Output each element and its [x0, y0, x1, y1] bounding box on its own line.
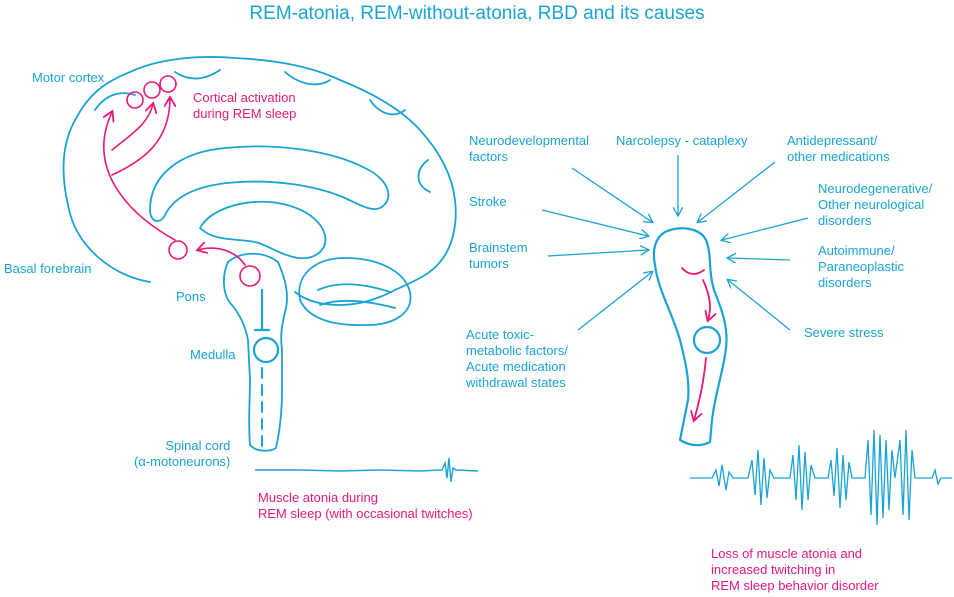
cause-arrows	[541, 155, 809, 331]
cortex-outline	[62, 56, 457, 306]
page-title: REM-atonia, REM-without-atonia, RBD and …	[249, 3, 705, 24]
cause-narcolepsy: Narcolepsy - cataplexy	[616, 133, 748, 148]
brain-sagittal	[62, 56, 457, 452]
rbd-medulla-nucleus	[692, 325, 722, 355]
label-motor-cortex: Motor cortex	[32, 70, 105, 85]
corpus-callosum	[149, 145, 390, 222]
label-basal-forebrain: Basal forebrain	[4, 261, 92, 276]
cause-antidepressant: Antidepressant/ other medications	[787, 133, 890, 164]
brainstem-right	[652, 227, 728, 447]
emg-trace-atonia	[255, 457, 479, 483]
basal-forebrain-nucleus	[168, 240, 188, 260]
label-spinal-cord: Spinal cord (α-motoneurons)	[134, 438, 231, 469]
cortex-gyri	[94, 69, 431, 193]
motor-neuron-2	[143, 81, 161, 99]
emg-trace-rbd	[690, 429, 952, 526]
medulla-nucleus	[252, 336, 280, 364]
cerebellum	[298, 257, 412, 327]
label-rbd: Loss of muscle atonia and increased twit…	[711, 546, 879, 593]
motor-neuron-3	[159, 75, 177, 93]
cause-neurodegenerative: Neurodegenerative/ Other neurological di…	[818, 181, 933, 228]
pons-nucleus	[239, 265, 261, 287]
label-medulla: Medulla	[190, 347, 236, 362]
brain-pink-pathways	[104, 75, 261, 287]
label-pons: Pons	[176, 289, 206, 304]
cause-stroke: Stroke	[469, 194, 507, 209]
cause-severe-stress: Severe stress	[804, 325, 884, 340]
brainstem	[223, 261, 288, 452]
cause-acute-toxic: Acute toxic- metabolic factors/ Acute me…	[466, 327, 568, 390]
thalamus	[199, 200, 327, 260]
cause-brainstem-tumors: Brainstem tumors	[469, 240, 528, 271]
cause-autoimmune: Autoimmune/ Paraneoplastic disorders	[818, 243, 904, 290]
label-muscle-atonia: Muscle atonia during REM sleep (with occ…	[258, 490, 473, 521]
cause-neurodevelopmental: Neurodevelopmental factors	[469, 133, 589, 164]
label-cortical-activation: Cortical activation during REM sleep	[193, 90, 297, 121]
motor-neuron-1	[126, 91, 144, 109]
